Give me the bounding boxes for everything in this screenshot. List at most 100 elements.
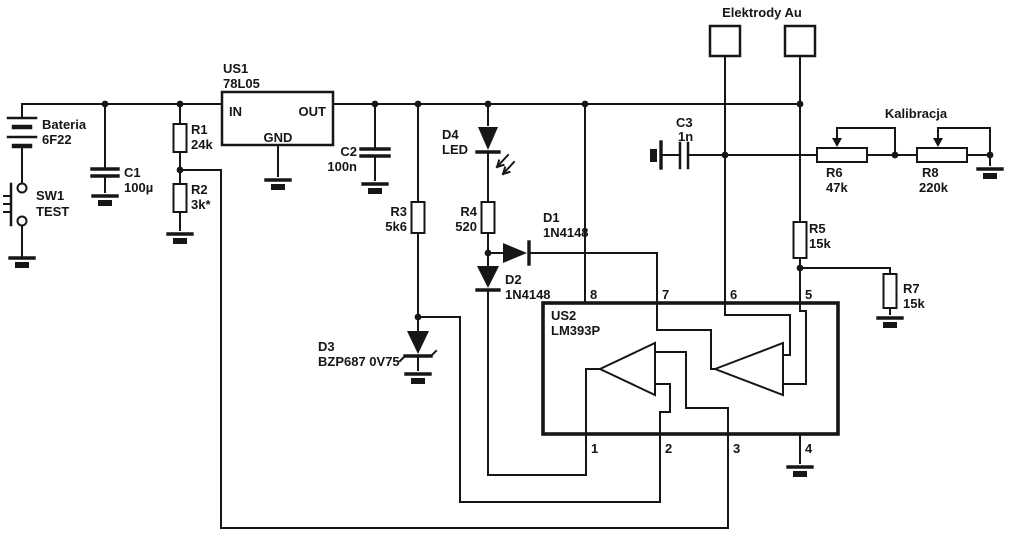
ground-icon [404, 372, 432, 384]
capacitor-plates [678, 141, 690, 170]
electrode-left-pad [708, 24, 742, 58]
junction-dot [176, 100, 184, 108]
junction-dot [176, 166, 184, 174]
pot-body [916, 147, 968, 163]
r5-name-label: R5 [809, 221, 826, 236]
d1-value-label: 1N4148 [543, 225, 589, 240]
pin7-label: 7 [662, 287, 669, 302]
r5-value-label: 15k [809, 236, 831, 251]
comparator-b-triangle [712, 341, 784, 397]
switch-actuator-hatch [3, 195, 11, 213]
junction-dot [986, 151, 994, 159]
battery-symbol: Bateria 6F22 [6, 103, 87, 185]
resistor-r3: R3 5k6 [385, 103, 426, 318]
c3-name-label: C3 [676, 115, 693, 130]
ground-icon [876, 316, 904, 328]
r6-name-label: R6 [826, 165, 843, 180]
diode-d1: D1 1N4148 [487, 210, 658, 304]
wire-nets [179, 103, 801, 529]
pot-body [816, 147, 868, 163]
resistor-body [172, 183, 188, 213]
pin8-label: 8 [590, 287, 597, 302]
wire [799, 267, 891, 315]
pin5-label: 5 [805, 287, 812, 302]
d4-value-label: LED [442, 142, 468, 157]
r8-value-label: 220k [919, 180, 949, 195]
pin5-internal-wire [782, 302, 807, 385]
capacitor-c3: C3 1n [650, 115, 818, 170]
pot-wiper-loop-wire [894, 127, 991, 166]
capacitor-c2: C2 100n [327, 103, 391, 181]
junction-dots [101, 100, 994, 321]
pin3-net-wire [179, 169, 729, 529]
r1-name-label: R1 [191, 122, 208, 137]
r2-name-label: R2 [191, 182, 208, 197]
r8-name-label: R8 [922, 165, 939, 180]
regulator-us1: US1 78L05 IN OUT GND [220, 61, 335, 177]
junction-dot [581, 100, 589, 108]
ground-icon [264, 178, 292, 190]
r7-value-label: 15k [903, 296, 925, 311]
resistor-r5: R5 15k [792, 221, 831, 304]
pin2-label: 2 [665, 441, 672, 456]
resistor-r7: R7 15k [799, 267, 925, 315]
potentiometer-r8: R8 220k [894, 127, 991, 195]
d2-value-label: 1N4148 [505, 287, 551, 302]
junction-dot [484, 249, 492, 257]
resistor-body [410, 201, 426, 234]
d2-name-label: D2 [505, 272, 522, 287]
us1-pin-gnd-label: GND [264, 130, 293, 145]
resistor-r4: R4 520 [455, 201, 496, 254]
junction-dot [721, 151, 729, 159]
us1-value-label: 78L05 [223, 76, 260, 91]
resistor-r2: R2 3k* [172, 169, 211, 231]
junction-dot [414, 100, 422, 108]
r2-value-label: 3k* [191, 197, 211, 212]
d3-name-label: D3 [318, 339, 335, 354]
wiper-arrow [832, 138, 842, 147]
diode-triangle [478, 127, 498, 150]
electrodes: Elektrody Au [708, 5, 817, 304]
capacitor-c1: C1 100µ [90, 103, 153, 195]
switch-name-label: SW1 [36, 188, 64, 203]
resistor-body [172, 123, 188, 153]
pin2-net-wire [417, 316, 661, 503]
calibration-label: Kalibracja [885, 106, 948, 121]
ground-icon [361, 182, 389, 194]
switch-value-label: TEST [36, 204, 69, 219]
d3-value-label: BZP687 0V75 [318, 354, 400, 369]
pin1-internal-wire [585, 368, 601, 435]
battery-short-plates [11, 124, 33, 149]
ground-icon [91, 194, 119, 206]
wiper-arrow [933, 138, 943, 147]
us2-name-label: US2 [551, 308, 576, 323]
ground-blob [650, 149, 657, 162]
switch-contact-top [16, 182, 28, 194]
battery-long-plates [6, 116, 38, 139]
c2-name-label: C2 [340, 144, 357, 159]
electrode-right-pad [783, 24, 817, 58]
c1-name-label: C1 [124, 165, 141, 180]
ground-symbols [8, 167, 1004, 477]
resistor-r1: R1 24k [172, 103, 213, 171]
comparator-a-triangle [597, 341, 656, 397]
us2-value-label: LM393P [551, 323, 600, 338]
junction-dot [101, 100, 109, 108]
resistor-body [792, 221, 808, 259]
junction-dot [891, 151, 899, 159]
diode-triangle [407, 331, 429, 354]
r4-value-label: 520 [455, 219, 477, 234]
diode-triangle [503, 243, 527, 263]
comparator-us2: US2 LM393P 8 7 6 5 1 2 3 4 [541, 287, 840, 456]
resistor-body [882, 273, 898, 309]
diode-d2: D2 1N4148 [475, 252, 587, 476]
potentiometer-r6: R6 47k [816, 127, 896, 195]
pin6-label: 6 [730, 287, 737, 302]
pin6-internal-wire [724, 302, 791, 356]
pin2-internal-wire [654, 383, 671, 435]
pin1-label: 1 [591, 441, 598, 456]
resistor-body [480, 201, 496, 234]
c2-value-label: 100n [327, 159, 357, 174]
